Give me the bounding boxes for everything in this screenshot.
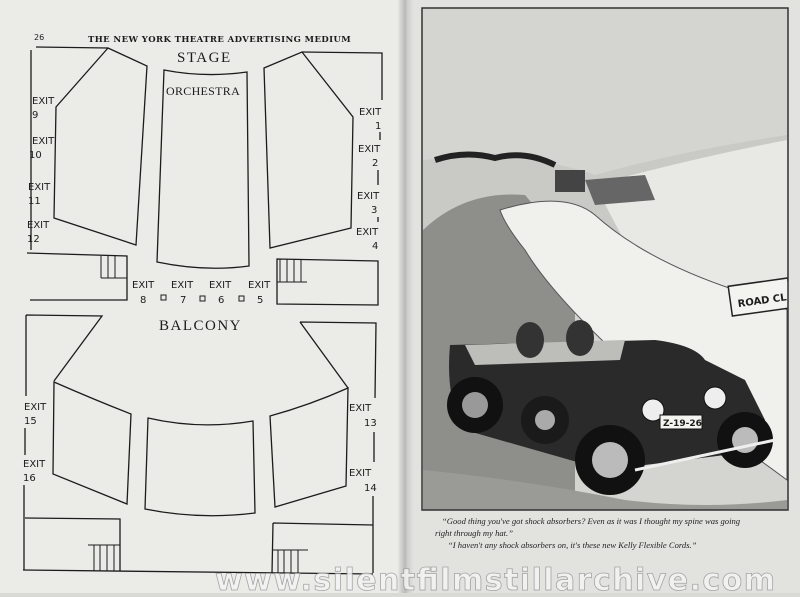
balcony-right-wall	[299, 321, 377, 573]
svg-text:1: 1	[375, 121, 381, 132]
exit-2: EXIT 2	[358, 144, 381, 169]
svg-text:9: 9	[32, 110, 38, 121]
svg-text:14: 14	[364, 483, 377, 494]
exit-8: EXIT 8	[132, 280, 155, 306]
caption-line-2: right through my hat.”	[435, 528, 513, 538]
svg-text:EXIT: EXIT	[171, 280, 194, 291]
right-page-advertisement: ROAD CL Z-19-26 “Good thing you've got s…	[405, 0, 800, 593]
exit-12: EXIT 12	[27, 220, 50, 245]
balcony-rear-wall	[22, 569, 374, 575]
orchestra-right-section	[263, 51, 354, 249]
balcony-rear-right-box	[271, 522, 374, 574]
svg-text:16: 16	[23, 473, 36, 484]
balcony-left-section	[52, 381, 132, 505]
watermark: www.silentfilmstillarchive.com	[215, 563, 775, 593]
svg-text:15: 15	[24, 416, 37, 427]
balcony-stairs-right	[272, 549, 308, 573]
svg-text:12: 12	[27, 234, 40, 245]
orchestra-left-section	[53, 47, 148, 246]
svg-text:6: 6	[218, 295, 224, 306]
exit-1: EXIT 1	[359, 107, 382, 132]
exit-3: EXIT 3	[357, 191, 380, 216]
page-number: 26	[34, 33, 44, 42]
left-page-seating-chart: 26 THE NEW YORK THEATRE ADVERTISING MEDI…	[0, 0, 405, 593]
exit-11: EXIT 11	[28, 182, 51, 207]
exit-5: EXIT 5	[248, 280, 271, 306]
orchestra-right-wall	[301, 51, 383, 222]
svg-text:EXIT: EXIT	[349, 468, 372, 479]
svg-text:8: 8	[140, 295, 146, 306]
exit-13: EXIT 13	[349, 403, 377, 429]
caption-line-3: “I haven't any shock absorbers on, it's …	[448, 540, 697, 550]
balcony-center-section	[144, 417, 256, 517]
svg-text:EXIT: EXIT	[32, 96, 55, 107]
balcony-stairs-left	[88, 544, 120, 571]
orchestra-rear-right-box	[276, 258, 379, 306]
license-plate: Z-19-26	[663, 419, 702, 429]
svg-text:EXIT: EXIT	[132, 280, 155, 291]
svg-text:EXIT: EXIT	[356, 227, 379, 238]
balcony-rear-left-box	[24, 517, 121, 571]
svg-text:5: 5	[257, 295, 263, 306]
svg-text:4: 4	[372, 241, 378, 252]
exit-10: EXIT 10	[29, 136, 55, 161]
svg-text:13: 13	[364, 418, 377, 429]
stairs-left	[100, 256, 127, 279]
svg-text:3: 3	[371, 205, 377, 216]
caption-line-1: “Good thing you've got shock absorbers? …	[442, 516, 741, 526]
svg-text:EXIT: EXIT	[209, 280, 232, 291]
svg-text:11: 11	[28, 196, 41, 207]
svg-text:EXIT: EXIT	[349, 403, 372, 414]
svg-text:EXIT: EXIT	[357, 191, 380, 202]
exit-15: EXIT 15	[24, 402, 47, 427]
balcony-right-section	[269, 386, 349, 508]
svg-text:7: 7	[180, 295, 186, 306]
road-closed-sign: ROAD CL	[727, 277, 788, 317]
exit-6: EXIT 6	[209, 280, 232, 306]
balcony-label: BALCONY	[159, 318, 242, 334]
svg-text:EXIT: EXIT	[32, 136, 55, 147]
svg-text:EXIT: EXIT	[359, 107, 382, 118]
balcony-left-wall	[23, 314, 104, 570]
svg-text:EXIT: EXIT	[358, 144, 381, 155]
exit-9: EXIT 9	[32, 96, 55, 121]
exit-16: EXIT 16	[23, 459, 46, 484]
exit-4: EXIT 4	[356, 227, 379, 252]
seating-chart-diagram: 26 THE NEW YORK THEATRE ADVERTISING MEDI…	[22, 33, 383, 575]
book-gutter	[398, 0, 414, 593]
svg-text:10: 10	[29, 150, 42, 161]
svg-text:EXIT: EXIT	[248, 280, 271, 291]
stairs-right	[277, 259, 307, 283]
orchestra-left-wall	[30, 46, 109, 250]
orchestra-label: ORCHESTRA	[166, 84, 240, 98]
exit-14: EXIT 14	[349, 468, 377, 494]
car-illustration: ROAD CL Z-19-26 “Good thing you've got s…	[421, 7, 789, 550]
exit-7: EXIT 7	[171, 280, 194, 306]
orchestra-center-section	[156, 69, 250, 269]
running-header: THE NEW YORK THEATRE ADVERTISING MEDIUM	[88, 35, 351, 45]
svg-text:EXIT: EXIT	[28, 182, 51, 193]
svg-text:2: 2	[372, 158, 378, 169]
stage-label: STAGE	[177, 50, 232, 66]
svg-text:EXIT: EXIT	[24, 402, 47, 413]
svg-text:EXIT: EXIT	[23, 459, 46, 470]
touring-car: Z-19-26	[447, 320, 776, 495]
svg-text:EXIT: EXIT	[27, 220, 50, 231]
